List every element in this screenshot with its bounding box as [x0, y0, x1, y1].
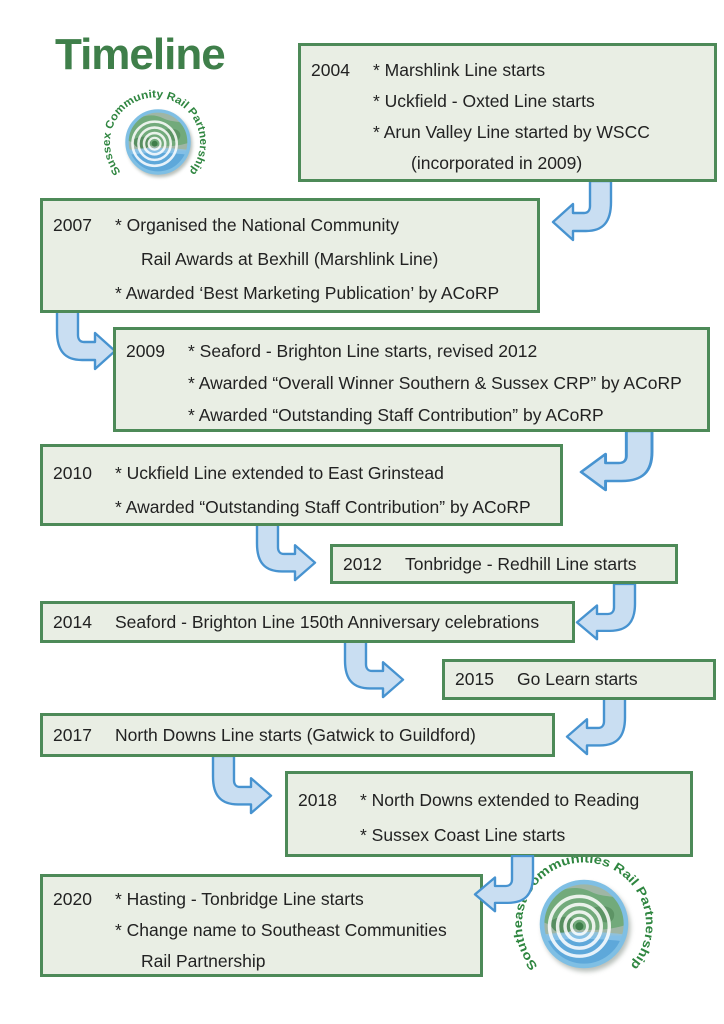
arrow-2007-to-2009-icon [55, 309, 117, 371]
event-line: * Change name to Southeast Communities [115, 920, 447, 940]
event-line: Seaford - Brighton Line 150th Anniversar… [115, 611, 540, 632]
event-line: * Awarded “Outstanding Staff Contributio… [188, 405, 604, 425]
arrow-2018-to-2020-icon [473, 855, 535, 913]
event-line: Rail Partnership [141, 951, 266, 971]
arrow-2015-to-2017-icon [565, 696, 627, 756]
timeline-box-2012: 2012 Tonbridge - Redhill Line starts [330, 544, 678, 584]
page-title: Timeline [55, 30, 226, 79]
event-line: Go Learn starts [517, 669, 638, 689]
event-line: * Awarded “Overall Winner Southern & Sus… [188, 373, 682, 393]
event-line: * Organised the National Community [115, 215, 400, 235]
event-line: * Marshlink Line starts [373, 60, 546, 80]
year-label-2010: 2010 [53, 463, 92, 483]
event-line: (incorporated in 2009) [411, 153, 583, 173]
arrow-2010-to-2012-icon [255, 522, 317, 582]
southeast-logo-disc-icon [538, 882, 630, 970]
year-label-2014: 2014 [53, 611, 92, 632]
event-line: * Arun Valley Line started by WSCC [373, 122, 650, 142]
event-line: North Downs Line starts (Gatwick to Guil… [115, 724, 476, 745]
timeline-box-2018: 2018 * North Downs extended to Reading *… [285, 771, 693, 857]
event-line: * Seaford - Brighton Line starts, revise… [188, 341, 538, 361]
sussex-logo-disc-icon [124, 111, 192, 176]
southeast-crp-logo: Southeast Communities Rail Partnership [512, 852, 656, 973]
event-line: * Uckfield Line extended to East Grinste… [115, 463, 444, 483]
event-line: * Sussex Coast Line starts [360, 825, 566, 845]
timeline-box-2015: 2015 Go Learn starts [442, 659, 716, 700]
event-line: * North Downs extended to Reading [360, 790, 640, 810]
timeline-box-2014: 2014 Seaford - Brighton Line 150th Anniv… [40, 601, 575, 643]
event-line: * Awarded “Outstanding Staff Contributio… [115, 497, 531, 517]
year-label-2007: 2007 [53, 215, 92, 235]
year-label-2012: 2012 [343, 553, 382, 574]
arrow-2004-to-2007-icon [551, 180, 613, 242]
event-line: * Awarded ‘Best Marketing Publication’ b… [115, 283, 500, 303]
year-label-2020: 2020 [53, 889, 92, 909]
timeline-box-2010: 2010 * Uckfield Line extended to East Gr… [40, 444, 563, 526]
event-line: Rail Awards at Bexhill (Marshlink Line) [141, 249, 439, 269]
year-label-2015: 2015 [455, 669, 494, 689]
event-line: * Hasting - Tonbridge Line starts [115, 889, 364, 909]
arrow-2017-to-2018-icon [211, 755, 273, 815]
year-label-2018: 2018 [298, 790, 337, 810]
year-label-2004: 2004 [311, 60, 350, 80]
arrow-2012-to-2014-icon [575, 583, 637, 641]
arrow-2014-to-2015-icon [343, 639, 405, 699]
timeline-box-2004: 2004 * Marshlink Line starts * Uckfield … [298, 43, 717, 182]
arrow-2009-to-2010-icon [579, 430, 654, 492]
event-line: * Uckfield - Oxted Line starts [373, 91, 595, 111]
timeline-box-2009: 2009 * Seaford - Brighton Line starts, r… [113, 327, 710, 432]
timeline-box-2020: 2020 * Hasting - Tonbridge Line starts *… [40, 874, 483, 977]
year-label-2009: 2009 [126, 341, 165, 361]
timeline-box-2007: 2007 * Organised the National Community … [40, 198, 540, 313]
year-label-2017: 2017 [53, 724, 92, 745]
event-line: Tonbridge - Redhill Line starts [405, 553, 637, 574]
sussex-crp-logo: Sussex Community Rail Partnership [101, 88, 209, 204]
timeline-box-2017: 2017 North Downs Line starts (Gatwick to… [40, 713, 555, 757]
